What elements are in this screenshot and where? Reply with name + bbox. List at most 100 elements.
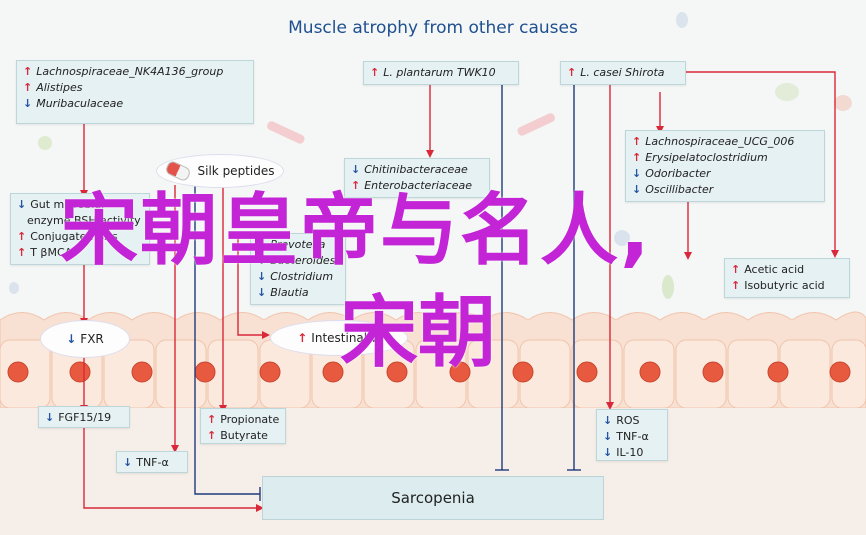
gut-row: enzyme BSH activity — [17, 213, 143, 229]
ucg-text: Erysipelatoclostridium — [645, 151, 768, 164]
up-arrow-icon: ↑ — [731, 279, 741, 292]
prop-row: ↑Butyrate — [207, 428, 279, 444]
box-lachnospiraceae-nk4a136: ↑Lachnospiraceae_NK4A136_group↑Alistipes… — [16, 60, 254, 124]
bact-row: ↓Blautia — [257, 285, 339, 301]
bact-text: Bacteroides — [270, 254, 336, 267]
down-arrow-icon: ↓ — [632, 183, 642, 196]
watermark-line-2: 宋朝 — [340, 288, 497, 378]
gut-row: ↑T βMCA — [17, 245, 143, 261]
bact-row: ↓Prevotella — [257, 237, 339, 253]
prop-text: Butyrate — [220, 429, 268, 442]
down-arrow-icon: ↓ — [23, 97, 33, 110]
lachno-row: ↑Lachnospiraceae_NK4A136_group — [23, 64, 247, 80]
sarcopenia-box: Sarcopenia — [262, 476, 604, 520]
box-lachnospiraceae-ucg: ↑Lachnospiraceae_UCG_006↑Erysipelatoclos… — [625, 130, 825, 202]
down-arrow-icon: ↓ — [66, 332, 77, 346]
down-arrow-icon: ↓ — [257, 270, 267, 283]
up-arrow-icon: ↑ — [23, 81, 33, 94]
acetic-text: Acetic acid — [744, 263, 805, 276]
prop-row: ↑Propionate — [207, 412, 279, 428]
bact-row: ↓Clostridium — [257, 269, 339, 285]
up-arrow-icon: ↑ — [17, 230, 27, 243]
intestinal-label: Intestinal w — [311, 331, 381, 345]
box-propionate: ↑Propionate↑Butyrate — [200, 408, 286, 444]
casei-text: L. casei Shirota — [580, 66, 665, 79]
plantarum-text: L. plantarum TWK10 — [383, 66, 496, 79]
lachno-row: ↓Muribaculaceae — [23, 96, 247, 112]
gut-text: T βMCA — [30, 246, 73, 259]
lachno-text: Lachnospiraceae_NK4A136_group — [36, 65, 224, 78]
up-arrow-icon: ↑ — [17, 246, 27, 259]
tnf1-text: TNF-α — [136, 456, 169, 469]
down-arrow-icon: ↓ — [257, 254, 267, 267]
down-arrow-icon: ↓ — [257, 286, 267, 299]
down-arrow-icon: ↓ — [351, 163, 361, 176]
box-l-plantarum: ↑L. plantarum TWK10 — [363, 61, 519, 85]
up-arrow-icon: ↑ — [632, 151, 642, 164]
ucg-row: ↑Lachnospiraceae_UCG_006 — [632, 134, 818, 150]
up-arrow-icon: ↑ — [370, 66, 380, 79]
up-arrow-icon: ↑ — [297, 331, 308, 345]
oval-intestinal: ↑ Intestinal w — [270, 320, 408, 356]
box-l-casei: ↑L. casei Shirota — [560, 61, 686, 85]
down-arrow-icon: ↓ — [632, 167, 642, 180]
down-arrow-icon: ↓ — [603, 414, 613, 427]
acetic-row: ↑Acetic acid — [731, 262, 843, 278]
ros-text: TNF-α — [616, 430, 649, 443]
fxr-label: FXR — [80, 332, 104, 346]
up-arrow-icon: ↑ — [23, 65, 33, 78]
up-arrow-icon: ↑ — [351, 179, 361, 192]
ros-row: ↓TNF-α — [603, 429, 661, 445]
down-arrow-icon: ↓ — [45, 411, 55, 424]
bact-text: Clostridium — [270, 270, 334, 283]
ucg-text: Odoribacter — [645, 167, 711, 180]
fgf-row: ↓FGF15/19 — [45, 410, 123, 426]
oval-fxr: ↓ FXR — [40, 320, 130, 358]
lachno-row: ↑Alistipes — [23, 80, 247, 96]
down-arrow-icon: ↓ — [123, 456, 133, 469]
fgf-text: FGF15/19 — [58, 411, 112, 424]
up-arrow-icon: ↑ — [207, 429, 217, 442]
lachno-text: Alistipes — [36, 81, 83, 94]
up-arrow-icon: ↑ — [567, 66, 577, 79]
gut-text: Gut microbial — [30, 198, 105, 211]
down-arrow-icon: ↓ — [603, 446, 613, 459]
ucg-row: ↑Erysipelatoclostridium — [632, 150, 818, 166]
box-acetic-acid: ↑Acetic acid↑Isobutyric acid — [724, 258, 850, 298]
ucg-text: Oscillibacter — [645, 183, 714, 196]
bact-text: Prevotella — [270, 238, 326, 251]
ros-row: ↓ROS — [603, 413, 661, 429]
box-fgf15-19: ↓FGF15/19 — [38, 406, 130, 428]
ucg-row: ↓Odoribacter — [632, 166, 818, 182]
down-arrow-icon: ↓ — [257, 238, 267, 251]
gut-text: enzyme BSH activity — [27, 214, 141, 227]
down-arrow-icon: ↓ — [17, 198, 27, 211]
up-arrow-icon: ↑ — [632, 135, 642, 148]
gut-row: ↑Conjugated BAs — [17, 229, 143, 245]
silk-label: Silk peptides — [197, 164, 275, 178]
acetic-text: Isobutyric acid — [744, 279, 825, 292]
casei-row: ↑L. casei Shirota — [567, 65, 679, 81]
chitin-text: Chitinibacteraceae — [364, 163, 468, 176]
ros-text: ROS — [616, 414, 640, 427]
ucg-text: Lachnospiraceae_UCG_006 — [645, 135, 795, 148]
up-arrow-icon: ↑ — [731, 263, 741, 276]
diagram-title: Muscle atrophy from other causes — [288, 18, 578, 38]
gut-row: ↓Gut microbial — [17, 197, 143, 213]
oval-silk-peptides: Silk peptides — [156, 154, 284, 188]
plantarum-row: ↑L. plantarum TWK10 — [370, 65, 512, 81]
ros-text: IL-10 — [616, 446, 644, 459]
acetic-row: ↑Isobutyric acid — [731, 278, 843, 294]
chitin-row: ↓Chitinibacteraceae — [351, 162, 483, 178]
bact-row: ↓Bacteroides — [257, 253, 339, 269]
box-tnf-alpha: ↓TNF-α — [116, 451, 188, 473]
box-ros: ↓ROS↓TNF-α↓IL-10 — [596, 409, 668, 461]
tnf1-row: ↓TNF-α — [123, 455, 181, 471]
chitin-text: Enterobacteriaceae — [364, 179, 472, 192]
chitin-row: ↑Enterobacteriaceae — [351, 178, 483, 194]
up-arrow-icon: ↑ — [207, 413, 217, 426]
watermark-line-1: 宋朝皇帝与名人, — [60, 186, 652, 276]
ucg-row: ↓Oscillibacter — [632, 182, 818, 198]
prop-text: Propionate — [220, 413, 280, 426]
